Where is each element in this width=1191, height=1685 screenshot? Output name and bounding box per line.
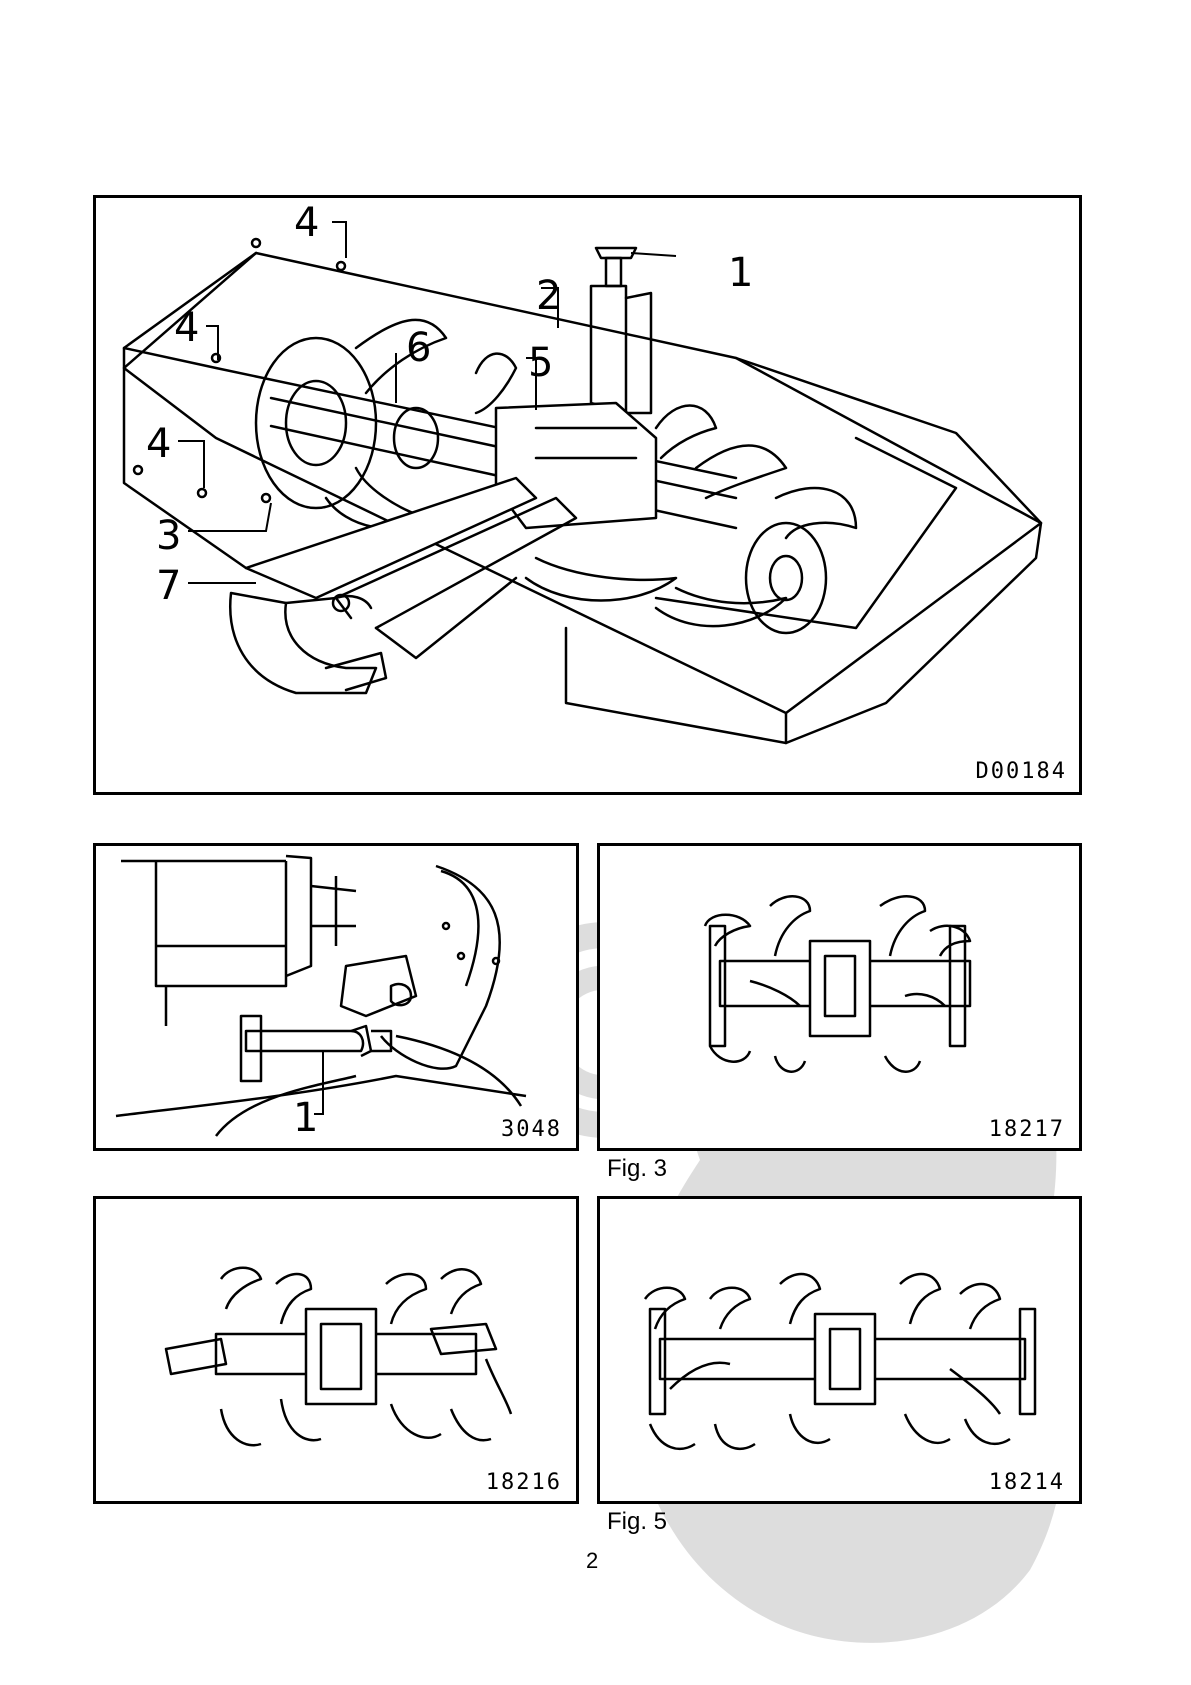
callout-7: 7	[156, 566, 181, 606]
rotary-tiller-drawing	[96, 198, 1082, 795]
fig3-right-panel: 18217	[597, 843, 1082, 1151]
fig3-left-panel: 1 3048	[93, 843, 579, 1151]
callout-4-middle: 4	[174, 308, 199, 348]
fig5-right-panel: 18214	[597, 1196, 1082, 1504]
page-number: 2	[586, 1548, 598, 1574]
fig3-right-code: 18217	[989, 1117, 1065, 1142]
callout-2: 2	[536, 276, 561, 316]
tine-rotor-drawing-b	[96, 1199, 579, 1504]
lever-detail-drawing	[96, 846, 579, 1151]
callout-4-lower: 4	[146, 424, 171, 464]
fig5-left-panel: 18216	[93, 1196, 579, 1504]
fig3-caption: Fig. 3	[607, 1155, 667, 1183]
fig3-left-code: 3048	[501, 1117, 562, 1142]
fig5-caption: Fig. 5	[607, 1508, 667, 1536]
tine-rotor-drawing-a	[600, 846, 1082, 1151]
fig5-right-code: 18214	[989, 1470, 1065, 1495]
tine-rotor-drawing-c	[600, 1199, 1082, 1504]
callout-4-top: 4	[294, 203, 319, 243]
main-figure: 4 4 4 3 7 6 5 2 1 D00184	[93, 195, 1082, 795]
fig5-left-code: 18216	[486, 1470, 562, 1495]
callout-6: 6	[406, 328, 431, 368]
fig3-callout-1: 1	[293, 1098, 318, 1138]
callout-1: 1	[728, 253, 753, 293]
callout-3: 3	[156, 516, 181, 556]
figure-code: D00184	[976, 759, 1067, 784]
callout-5: 5	[528, 343, 553, 383]
